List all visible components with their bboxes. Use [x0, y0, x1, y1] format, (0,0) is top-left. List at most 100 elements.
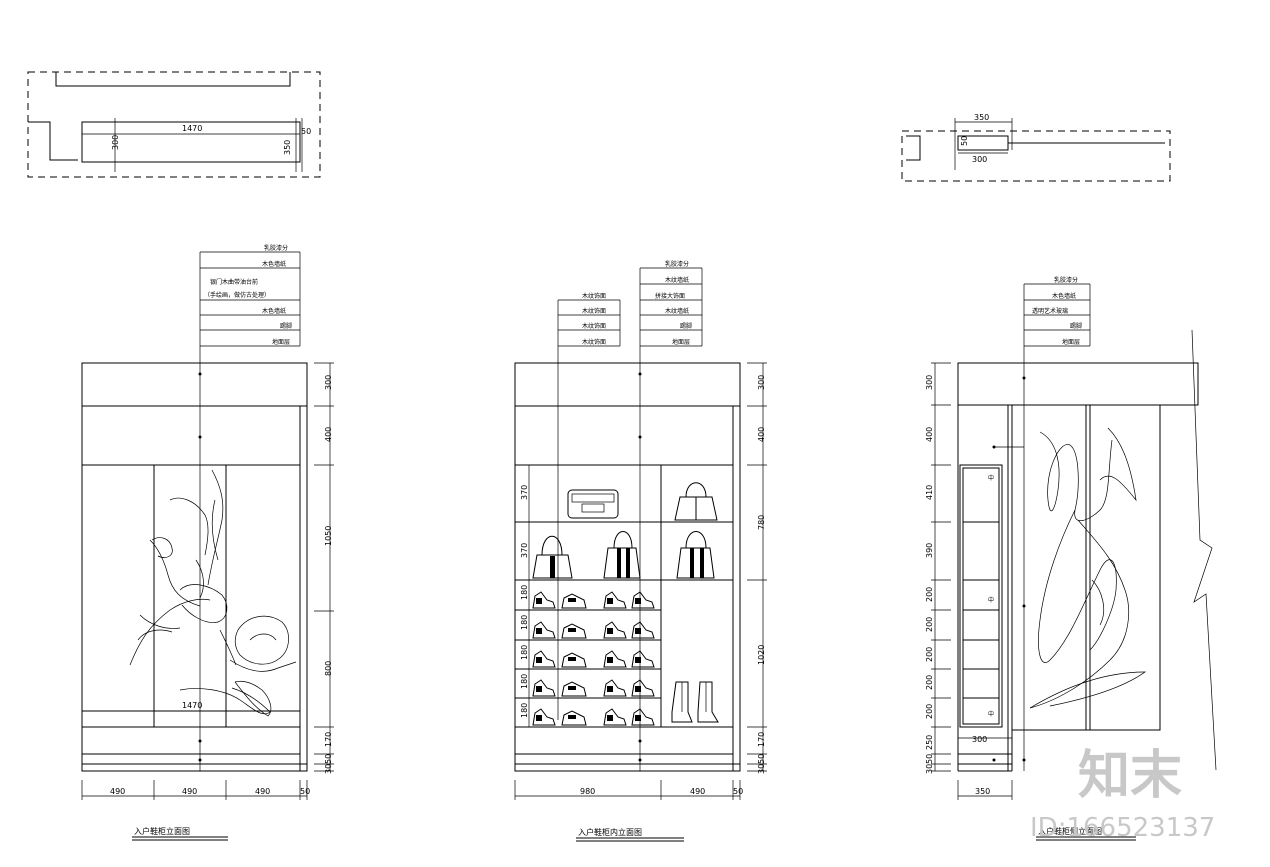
e3-note-1: 木色墙纸 — [1052, 292, 1076, 300]
e1-vdim-6: 30 — [324, 764, 333, 774]
e2-right-note-lines — [640, 267, 703, 347]
e2-left-note-lines — [558, 299, 621, 347]
e3-note-4: 地面层 — [1062, 338, 1080, 346]
watermark-logo: 知末 — [1078, 746, 1182, 806]
e2-left-note-2: 木纹饰面 — [582, 322, 606, 330]
plan-right-bottom-dim: 300 — [972, 155, 987, 164]
hinge-marks: 中 中 中 — [988, 474, 994, 718]
e2-vdim-0: 300 — [757, 375, 766, 390]
plan-right: 350 300 50 — [901, 113, 1171, 182]
e2-shelf-dim-3: 180 — [520, 615, 529, 630]
e3-vdim-9: 250 — [925, 735, 934, 750]
e1-vdim-0: 300 — [324, 375, 333, 390]
abstract-glass-art — [1029, 427, 1147, 709]
e2-left-note-3: 木纹饰面 — [582, 338, 606, 346]
e1-vdim-4: 170 — [324, 732, 333, 747]
e1-hdim-2: 490 — [255, 787, 270, 796]
e3-vdim-2: 410 — [925, 485, 934, 500]
e2-shelf-dim-0: 370 — [520, 485, 529, 500]
e2-right-note-2: 拼接大饰面 — [655, 292, 685, 300]
e3-title: 入户鞋柜侧立面图 — [1038, 826, 1102, 836]
e2-shelf-dim-4: 180 — [520, 645, 529, 660]
e1-note-2: 银门木曲带油台前 — [210, 278, 258, 286]
e1-note-6: 地面层 — [272, 338, 290, 346]
e1-vertical-dims — [314, 362, 334, 772]
e1-note-5: 踢脚 — [280, 322, 292, 330]
e2-title: 入户鞋柜内立面图 — [578, 827, 642, 837]
e1-vdim-3: 800 — [324, 661, 333, 676]
e3-vdim-3: 390 — [925, 543, 934, 558]
e1-hdim-0: 490 — [110, 787, 125, 796]
e3-vdim-1: 400 — [925, 427, 934, 442]
boots — [671, 681, 719, 723]
e2-vdim-6: 30 — [757, 764, 766, 774]
e1-horizontal-dims — [81, 780, 308, 800]
shoes — [532, 591, 655, 726]
plan-left-depth-dim-b: 350 — [283, 140, 292, 155]
e3-note-0: 乳胶漆分 — [1054, 276, 1078, 284]
e2-right-note-3: 木纹墙纸 — [665, 307, 689, 315]
e2-right-note-0: 乳胶漆分 — [665, 260, 689, 268]
e2-shelf-dim-5: 180 — [520, 674, 529, 689]
e2-horizontal-dims — [514, 780, 741, 800]
e3-vdim-4: 200 — [925, 587, 934, 602]
plan-left: 1470 300 350 50 — [27, 71, 321, 178]
e1-note-0: 乳胶漆分 — [264, 244, 288, 252]
e3-vdim-10: 50 — [925, 754, 934, 764]
e3-vdim-7: 200 — [925, 675, 934, 690]
e1-title: 入户鞋柜立面图 — [134, 826, 190, 836]
e1-note-3: （手绘画，做仿古处理） — [204, 291, 270, 299]
e2-shelf-dim-6: 180 — [520, 703, 529, 718]
e2-right-note-5: 地面层 — [672, 338, 690, 346]
e3-vdim-11: 30 — [925, 764, 934, 774]
bag-handbag-1 — [674, 482, 718, 521]
e1-inner-dim: 1470 — [182, 701, 202, 710]
plan-left-width-dim: 1470 — [182, 124, 202, 133]
bag-tote-1 — [532, 535, 573, 579]
e1-note-4: 木色墙纸 — [262, 307, 286, 315]
e2-hdim-0: 980 — [580, 787, 595, 796]
e3-vdim-6: 200 — [925, 647, 934, 662]
watermark-id: ID:166523137 — [1030, 813, 1215, 843]
e3-inner-dim: 300 — [972, 735, 987, 744]
e2-hdim-2: 50 — [733, 787, 743, 796]
e2-left-note-1: 木纹饰面 — [582, 307, 606, 315]
svg-text:中: 中 — [988, 710, 994, 718]
e3-note-lines — [1024, 283, 1091, 347]
e3-note-2: 透明艺术玻璃 — [1032, 307, 1068, 315]
e3-vdim-8: 200 — [925, 704, 934, 719]
e3-vertical-dims — [931, 362, 951, 772]
e1-hdim-3: 50 — [300, 787, 310, 796]
e3-hdim-0: 350 — [975, 787, 990, 796]
elevation-2: 木纹饰面 木纹饰面 木纹饰面 木纹饰面 乳胶漆分 木纹墙纸 拼接大饰面 木纹墙纸… — [514, 260, 767, 842]
e2-shelf-dim-2: 180 — [520, 585, 529, 600]
plan-left-depth-dim-a: 300 — [111, 135, 120, 150]
e2-vdim-2: 780 — [757, 515, 766, 530]
e2-right-note-4: 踢脚 — [680, 322, 692, 330]
e2-shelf-dim-1: 370 — [520, 543, 529, 558]
e2-right-note-1: 木纹墙纸 — [665, 276, 689, 284]
plan-left-small-dim: 50 — [301, 127, 311, 136]
e1-vdim-5: 50 — [324, 754, 333, 764]
e1-note-1: 木色墙纸 — [262, 260, 286, 268]
e2-hdim-1: 490 — [690, 787, 705, 796]
bag-clutch — [567, 489, 619, 519]
flower-painting — [129, 469, 297, 717]
e2-vdim-4: 170 — [757, 732, 766, 747]
e1-hdim-1: 490 — [182, 787, 197, 796]
bag-tote-3 — [676, 531, 715, 579]
elevation-1-note-lines — [200, 251, 301, 347]
e3-vdim-5: 200 — [925, 617, 934, 632]
bag-tote-2 — [603, 531, 641, 579]
e2-vdim-5: 50 — [757, 754, 766, 764]
svg-text:中: 中 — [988, 596, 994, 604]
e1-vdim-2: 1050 — [324, 526, 333, 546]
elevation-1: 乳胶漆分 木色墙纸 银门木曲带油台前 （手绘画，做仿古处理） 木色墙纸 踢脚 地… — [81, 244, 334, 841]
e3-vdim-0: 300 — [925, 375, 934, 390]
svg-text:中: 中 — [988, 474, 994, 482]
e2-vdim-3: 1020 — [757, 645, 766, 665]
e2-vdim-1: 400 — [757, 427, 766, 442]
watermark: 知末 ID:166523137 — [1030, 746, 1215, 843]
e2-left-note-0: 木纹饰面 — [582, 292, 606, 300]
